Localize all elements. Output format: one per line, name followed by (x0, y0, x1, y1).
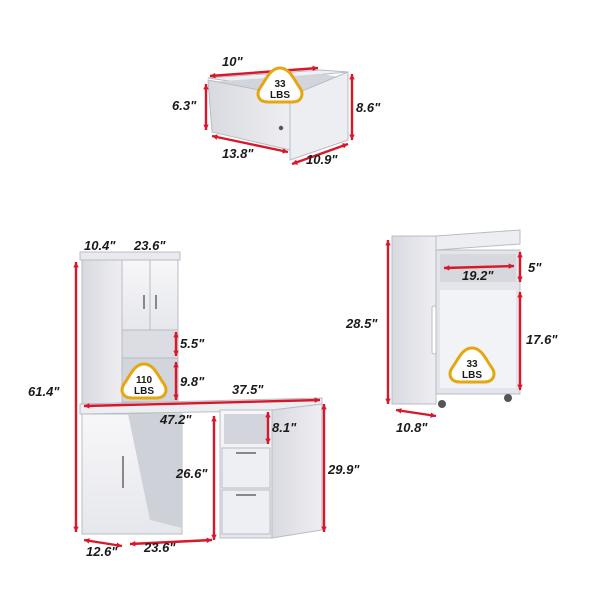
cart-shelf-gap-line-arrow-start (517, 252, 523, 258)
desk-hutch-handle-right (155, 295, 157, 309)
drawer-width-label: 10" (222, 54, 243, 69)
cart-side-panel (391, 235, 437, 405)
drawer-length-line-arrow-start (212, 134, 218, 140)
cart-total-height-line-arrow-start (385, 240, 391, 246)
desk-pedestal-drawer-lower (221, 489, 271, 535)
cart-lower-height-line-arrow-start (517, 292, 523, 298)
drawer-height-line-arrow-start (203, 84, 209, 90)
cart-depth-label: 10.8" (396, 420, 428, 435)
cart-load-unit: LBS (462, 370, 482, 381)
desk-niche-height-line-arrow-end (173, 394, 179, 400)
drawer-load-value: 33 (274, 79, 286, 90)
cart-wheel-right (504, 394, 512, 402)
desk-return-length-label: 37.5" (232, 382, 264, 397)
cart-total-height-label: 28.5" (345, 316, 378, 331)
desk-leg-height-line-arrow-start (211, 416, 217, 422)
desk-niche-height-label: 9.8" (180, 374, 205, 389)
cart-shelf-gap-line-arrow-end (517, 276, 523, 282)
drawer-length-line-arrow-end (282, 148, 288, 154)
desk-knee-space (128, 414, 182, 528)
cart-side-handle (431, 305, 437, 355)
cart-shelf-width-line-arrow-end (508, 263, 514, 269)
desk-leg-height-label: 26.6" (175, 466, 208, 481)
desk-hutch-top (79, 251, 181, 261)
desk-hutch-width-label: 23.6" (133, 238, 166, 253)
desk-illustration (79, 251, 323, 539)
desk-leg-height-line-arrow-end (211, 534, 217, 540)
drawer-total-height-label: 8.6" (356, 100, 381, 115)
desk-length-line (83, 398, 321, 408)
desk-drawer-height-line-arrow-end (265, 438, 271, 444)
desk-drawer-height-label: 8.1" (272, 420, 297, 435)
desk-shelf-gap-label: 5.5" (180, 336, 205, 351)
desk-hutch-handle-left (143, 295, 145, 309)
desk-shelf-gap-line-arrow-end (173, 350, 179, 356)
desk-height-label: 29.9" (327, 462, 360, 477)
desk-drawer-height-line-arrow-start (265, 412, 271, 418)
desk-niche-height-line-arrow-start (173, 362, 179, 368)
drawer-depth-label: 10.9" (306, 152, 338, 167)
drawer-depth-line-arrow-start (292, 159, 298, 165)
drawer-total-height-line-arrow-end (349, 134, 355, 140)
drawer-total-height-line-arrow-start (349, 74, 355, 80)
drawer-height-label: 6.3" (172, 98, 197, 113)
cart-depth-line-arrow-start (396, 408, 402, 414)
desk-pedestal-niche (224, 414, 268, 444)
drawer-load-badge: 33 LBS (256, 66, 304, 104)
desk-base-width-line (129, 538, 213, 546)
cart-lower-height-line-arrow-end (517, 384, 523, 390)
desk-pedestal-drawer-upper (221, 447, 271, 489)
desk-length-line-arrow-end (314, 397, 320, 403)
cart-shelf-gap-label: 5" (528, 260, 542, 275)
desk-base-depth-line (83, 538, 123, 548)
desk-total-height-line-arrow-end (73, 526, 79, 532)
drawer-front-panel (289, 71, 349, 161)
drawer-depth-line-arrow-end (342, 143, 348, 149)
drawer-width-line-arrow-start (210, 72, 216, 79)
cart-shelf-width-line (443, 264, 515, 270)
cart-shelf-width-line-arrow-start (444, 265, 450, 271)
drawer-knob (278, 125, 284, 131)
cart-lower-height-label: 17.6" (526, 332, 558, 347)
dimension-lines (73, 65, 523, 548)
cart-depth-line (395, 408, 437, 418)
cart-load-value: 33 (466, 359, 478, 370)
desk-load-value: 110 (136, 375, 153, 386)
drawer-length-label: 13.8" (222, 146, 254, 161)
desk-length-line-arrow-start (84, 403, 90, 409)
drawer-height-line-arrow-end (203, 124, 209, 130)
desk-tower-width-label: 10.4" (84, 238, 116, 253)
desk-pedestal-side (271, 403, 323, 539)
drawer-load-unit: LBS (270, 90, 290, 101)
desk-base-depth-label: 12.6" (86, 544, 118, 559)
desk-base-depth-line-arrow-start (84, 538, 90, 544)
desk-total-height-line-arrow-start (73, 262, 79, 268)
desk-open-shelf-upper (121, 329, 179, 359)
drawer-width-line (209, 66, 319, 78)
cart-wheel-left (438, 400, 446, 408)
desk-load-badge: 110 LBS (120, 362, 168, 400)
desk-height-line-arrow-end (321, 526, 327, 532)
desk-lower-cabinet-handle (122, 456, 124, 488)
desk-length-label: 47.2" (159, 412, 192, 427)
drawer-length-line (211, 134, 289, 154)
cart-load-badge: 33 LBS (448, 346, 496, 384)
desk-base-width-line-arrow-start (130, 541, 136, 547)
desk-base-width-line-arrow-end (206, 537, 212, 543)
desk-total-height-label: 61.4" (28, 384, 60, 399)
desk-drawer-handle-upper (236, 452, 256, 454)
desk-height-line-arrow-start (321, 404, 327, 410)
desk-base-depth-line-arrow-end (116, 542, 122, 548)
desk-shelf-gap-line-arrow-start (173, 332, 179, 338)
drawer-width-line-arrow-end (312, 65, 318, 72)
drawer-depth-line (291, 142, 349, 166)
cart-top (435, 229, 521, 251)
cart-depth-line-arrow-end (430, 412, 436, 418)
desk-drawer-handle-lower (236, 494, 256, 496)
cart-total-height-line-arrow-end (385, 398, 391, 404)
cart-shelf-width-label: 19.2" (462, 268, 494, 283)
desk-load-unit: LBS (134, 386, 154, 397)
desk-base-width-label: 23.6" (143, 540, 176, 555)
